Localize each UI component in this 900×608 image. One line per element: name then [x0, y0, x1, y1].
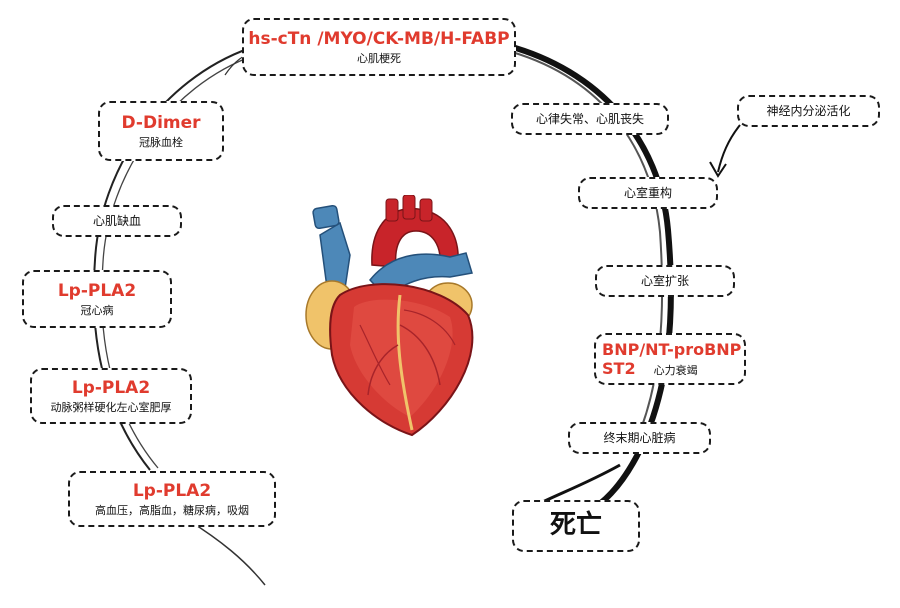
node-ventricular-remodeling: 心室重构 [578, 177, 718, 209]
node-marker: Lp-PLA2 [57, 280, 137, 301]
node-marker-st2: ST2 [602, 359, 636, 378]
node-marker: D-Dimer [121, 112, 201, 133]
node-label: 心力衰竭 [653, 364, 698, 377]
node-coronary-heart-disease: Lp-PLA2 冠心病 [22, 270, 172, 328]
node-atherosclerosis-lvh: Lp-PLA2 动脉粥样硬化左心室肥厚 [30, 368, 192, 424]
node-marker: hs-cTn /MYO/CK-MB/H-FABP [248, 28, 510, 49]
node-label: 高血压，高脂血，糖尿病，吸烟 [95, 504, 249, 518]
node-label: 冠脉血栓 [139, 136, 183, 150]
node-coronary-thrombosis: D-Dimer 冠脉血栓 [98, 101, 224, 161]
node-marker: Lp-PLA2 [71, 377, 151, 398]
node-risk-factors: Lp-PLA2 高血压，高脂血，糖尿病，吸烟 [68, 471, 276, 527]
node-myocardial-infarction: hs-cTn /MYO/CK-MB/H-FABP 心肌梗死 [242, 18, 516, 76]
node-label: 心肌缺血 [92, 213, 141, 228]
node-label: 心肌梗死 [357, 52, 401, 66]
node-ventricular-dilation: 心室扩张 [595, 265, 735, 297]
heart-anatomical-icon [305, 195, 474, 437]
node-label: 冠心病 [80, 304, 114, 318]
node-label: 心室扩张 [640, 273, 689, 288]
node-label: 心律失常、心肌丧失 [535, 111, 644, 126]
node-end-stage-heart-disease: 终末期心脏病 [568, 422, 711, 454]
node-label: 神经内分泌活化 [766, 103, 851, 118]
node-death: 死亡 [512, 500, 640, 552]
node-arrhythmia-myocardial-loss: 心律失常、心肌丧失 [511, 103, 669, 135]
node-label: 心室重构 [623, 185, 672, 200]
node-neuroendocrine-activation: 神经内分泌活化 [737, 95, 880, 127]
node-heart-failure: BNP/NT-proBNP ST2 心力衰竭 [594, 333, 746, 385]
node-label: 动脉粥样硬化左心室肥厚 [50, 401, 172, 415]
node-label: 死亡 [549, 510, 602, 541]
node-myocardial-ischemia: 心肌缺血 [52, 205, 182, 237]
node-label: 终末期心脏病 [603, 430, 676, 445]
node-marker: Lp-PLA2 [132, 480, 212, 501]
node-marker-bnp: BNP/NT-proBNP [602, 339, 742, 359]
